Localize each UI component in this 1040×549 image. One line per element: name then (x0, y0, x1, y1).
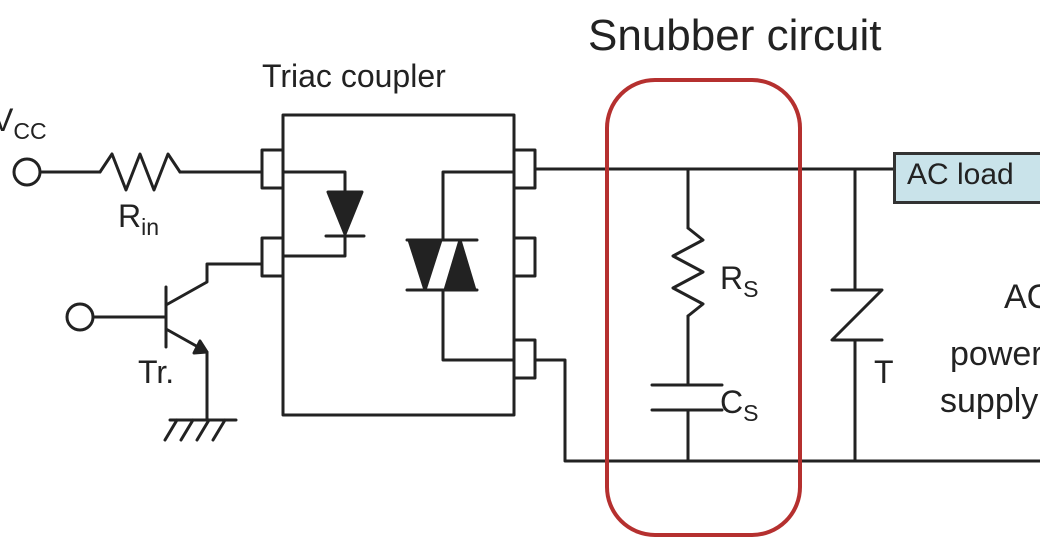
cs-label-main: C (720, 384, 744, 420)
triac-wiring (441, 170, 516, 362)
led-wiring (281, 170, 347, 258)
triac-icon-right (443, 238, 477, 292)
ac-supply-label-line3: supply (940, 382, 1039, 420)
vcc-label-sub: CC (13, 118, 47, 145)
transistor-label: Tr. (138, 354, 175, 390)
ac-load-box (893, 152, 1040, 204)
rin-label-sub: in (141, 214, 160, 241)
coupler-pin-2 (260, 236, 285, 278)
ac-supply-label-line1: AC (1004, 278, 1040, 316)
diagram-title: Snubber circuit (588, 11, 882, 60)
coupler-title: Triac coupler (262, 58, 446, 94)
cs-label-sub: S (743, 400, 759, 427)
vcc-terminal (12, 157, 42, 187)
input-resistor (98, 152, 182, 192)
coupler-pin-4 (512, 338, 537, 380)
coupler-pin-5 (512, 236, 537, 278)
transistor-collector (164, 262, 264, 307)
led-diode-icon (326, 190, 364, 236)
coupler-pin-6 (512, 148, 537, 190)
emitter-arrow-icon (192, 339, 209, 355)
rs-label-sub: S (743, 276, 759, 303)
coupler-package (281, 113, 516, 417)
thyristor-label: T (874, 354, 894, 390)
ground-icon (163, 418, 238, 442)
triac-icon-left (407, 238, 443, 292)
coupler-pin-1 (260, 148, 285, 190)
ac-load-label: AC load (907, 158, 1014, 191)
snubber-highlight (605, 78, 802, 537)
rin-label: Rin (118, 198, 159, 239)
rs-label: RS (720, 260, 758, 301)
rs-label-main: R (720, 260, 744, 296)
rin-label-main: R (118, 198, 142, 234)
snubber-resistor (671, 226, 705, 318)
snubber-capacitor (650, 383, 724, 412)
return-wire (533, 358, 1040, 463)
cs-label: CS (720, 384, 758, 425)
vcc-label-main: V (0, 102, 14, 138)
vcc-label: VCC (0, 102, 47, 143)
ac-supply-label-line2: power (950, 335, 1040, 373)
base-terminal (65, 302, 95, 332)
thyristor-icon (830, 288, 884, 342)
